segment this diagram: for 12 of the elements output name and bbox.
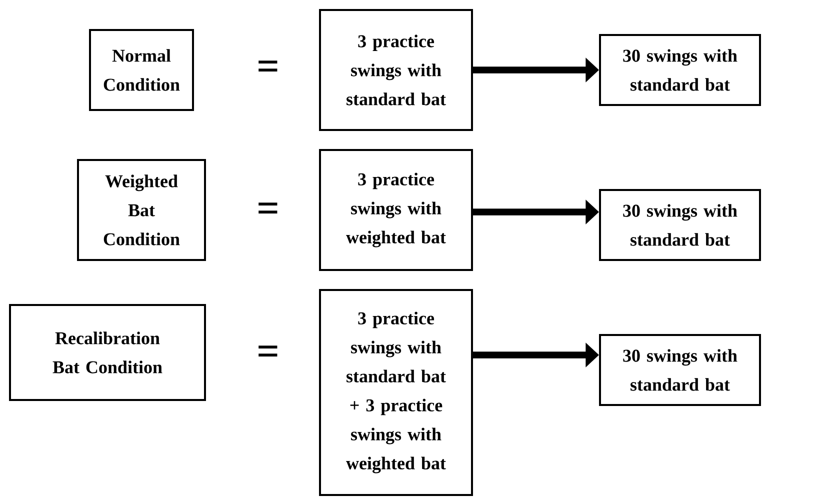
process-box: 30 swings with standard bat [599, 34, 761, 106]
process-box: Weighted Bat Condition [77, 159, 206, 261]
equals-sign: = [258, 60, 278, 72]
process-box: 30 swings with standard bat [599, 334, 761, 406]
process-box: Normal Condition [89, 29, 194, 111]
process-box: 3 practice swings with weighted bat [319, 149, 473, 271]
process-box: 3 practice swings with standard bat [319, 9, 473, 131]
equals-sign: = [258, 202, 278, 214]
process-box: 3 practice swings with standard bat + 3 practice swings with weighted bat [319, 289, 473, 496]
process-box: Recalibration Bat Condition [9, 304, 206, 401]
equals-sign: = [258, 346, 278, 356]
process-box: 30 swings with standard bat [599, 189, 761, 261]
